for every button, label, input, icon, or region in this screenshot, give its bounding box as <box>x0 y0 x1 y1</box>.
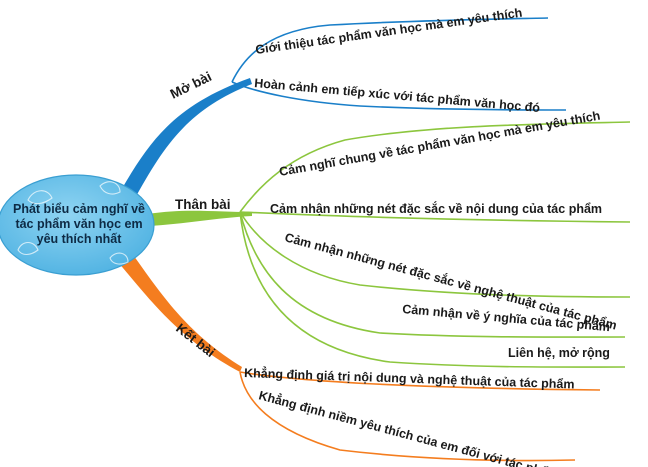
than-bai-branch-4-line <box>239 211 626 338</box>
ket-bai-branch-1-line <box>239 371 601 391</box>
than-bai-branch-1-line <box>239 121 631 213</box>
than-bai-child-4: Cảm nhận về ý nghĩa của tác phẩm <box>402 302 611 334</box>
than-bai-branch-3-line <box>239 211 631 298</box>
branch-label-ket-bai: Kết bài <box>173 321 218 361</box>
ket-bai-child-2: Khẳng định niềm yêu thích của em đối với… <box>257 387 560 467</box>
than-bai-branch-2-line <box>239 211 631 223</box>
branch-mo-bai-connector <box>120 78 252 200</box>
ket-bai-branch-2-line <box>239 371 576 462</box>
branch-ket-bai-connector <box>118 256 242 372</box>
than-bai-child-5: Liên hệ, mở rộng <box>508 346 610 360</box>
than-bai-child-1: Cảm nghĩ chung về tác phẩm văn học mà em… <box>278 109 601 179</box>
central-topic-line-1: Phát biểu cảm nghĩ về <box>13 202 145 216</box>
branch-than-bai-connector <box>148 210 252 226</box>
branch-label-than-bai: Thân bài <box>175 197 231 212</box>
leaf-icon <box>17 181 129 265</box>
than-bai-branch-5-line <box>239 211 626 368</box>
mo-bai-branch-2-line <box>231 81 567 111</box>
central-topic-line-2: tác phẩm văn học em <box>15 217 142 231</box>
mo-bai-child-2: Hoàn cảnh em tiếp xúc với tác phẩm văn h… <box>254 76 541 115</box>
mo-bai-branch-1-line <box>231 17 549 83</box>
central-topic-node: Phát biểu cảm nghĩ về tác phẩm văn học e… <box>0 174 155 276</box>
than-bai-child-2: Cảm nhận những nét đặc sắc về nội dung c… <box>270 201 602 216</box>
branch-label-mo-bai: Mở bài <box>168 69 214 102</box>
central-topic-line-3: yêu thích nhất <box>37 232 123 246</box>
ket-bai-child-1: Khẳng định giá trị nội dung và nghệ thuậ… <box>244 365 575 392</box>
